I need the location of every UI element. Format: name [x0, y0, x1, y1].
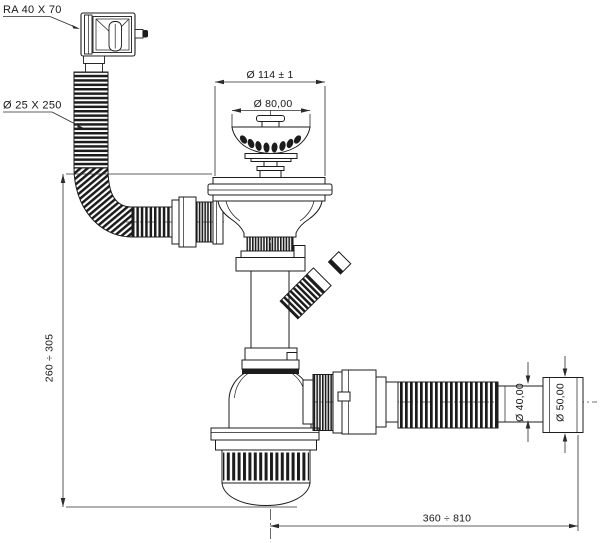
overflow-side-knob-tip — [142, 29, 149, 38]
drain-funnel — [217, 200, 323, 238]
trap — [210, 347, 320, 507]
overflow-inlet-threads — [195, 201, 214, 243]
drain-thread-collar — [246, 236, 294, 252]
overflow-hose-vertical — [73, 71, 109, 169]
overflow-hose-size-label: Ø 25 X 250 — [3, 100, 62, 112]
drain-body — [217, 200, 323, 349]
flange-diameter-label: Ø 114 ± 1 — [246, 69, 293, 81]
drain-nut-tab — [293, 245, 306, 258]
outlet-nut — [341, 369, 377, 435]
trap-gasket — [242, 368, 299, 374]
centerlines — [126, 110, 597, 541]
strainer-diameter-label: Ø 80,00 — [254, 98, 293, 110]
outlet-stub — [302, 379, 314, 425]
dim-height-range — [60, 173, 297, 508]
outlet-nut-tab — [337, 391, 351, 402]
dim-length-range — [270, 435, 579, 531]
strainer-basket — [231, 115, 311, 178]
basket-knob — [256, 115, 285, 122]
dim-pipe-diameter — [525, 362, 531, 442]
leader-overflow-label — [3, 16, 80, 29]
overflow-hose-nut — [171, 196, 224, 248]
height-range-label: 260 ÷ 305 — [44, 334, 56, 382]
overflow-size-label: RA 40 X 70 — [3, 4, 62, 16]
leader-overflow-hose-label — [3, 111, 85, 129]
trap-ring-upper — [210, 427, 320, 441]
pipe-diameter-label: Ø 40,00 — [514, 383, 526, 422]
dim-adapter-diameter — [562, 356, 568, 453]
spigot-cap — [327, 251, 352, 275]
trap-dome — [221, 482, 311, 507]
outlet-threads — [312, 374, 334, 431]
sink-flange — [207, 177, 333, 202]
overflow-box — [80, 12, 149, 73]
dimensions — [3, 16, 579, 531]
drain-nut-lip — [240, 250, 302, 258]
overflow-outlet-tube — [83, 55, 105, 64]
outlet-corrugated-pipe — [397, 381, 499, 429]
basket-slots — [239, 135, 302, 153]
overflow-hose-horizontal — [131, 206, 173, 238]
drain-nut — [235, 257, 306, 272]
outlet-nut-flange — [332, 371, 343, 434]
outlet-chain — [302, 369, 584, 435]
trap-nut — [241, 359, 300, 370]
trap-bell — [228, 373, 312, 429]
dim-strainer-diameter — [231, 108, 311, 128]
overflow-side-knob — [134, 29, 144, 39]
tailpipe — [250, 270, 290, 349]
basket-plate — [244, 153, 298, 159]
trap-ring-lower — [215, 439, 317, 451]
overflow-hose — [73, 71, 173, 238]
overflow-hose-elbow — [73, 167, 133, 238]
dim-flange-diameter — [214, 79, 326, 176]
dishwasher-spigot — [279, 267, 332, 320]
adapter-diameter-label: Ø 50,00 — [555, 383, 567, 422]
length-range-label: 360 ÷ 810 — [423, 513, 471, 525]
outlet-smooth-pipe — [497, 385, 544, 423]
